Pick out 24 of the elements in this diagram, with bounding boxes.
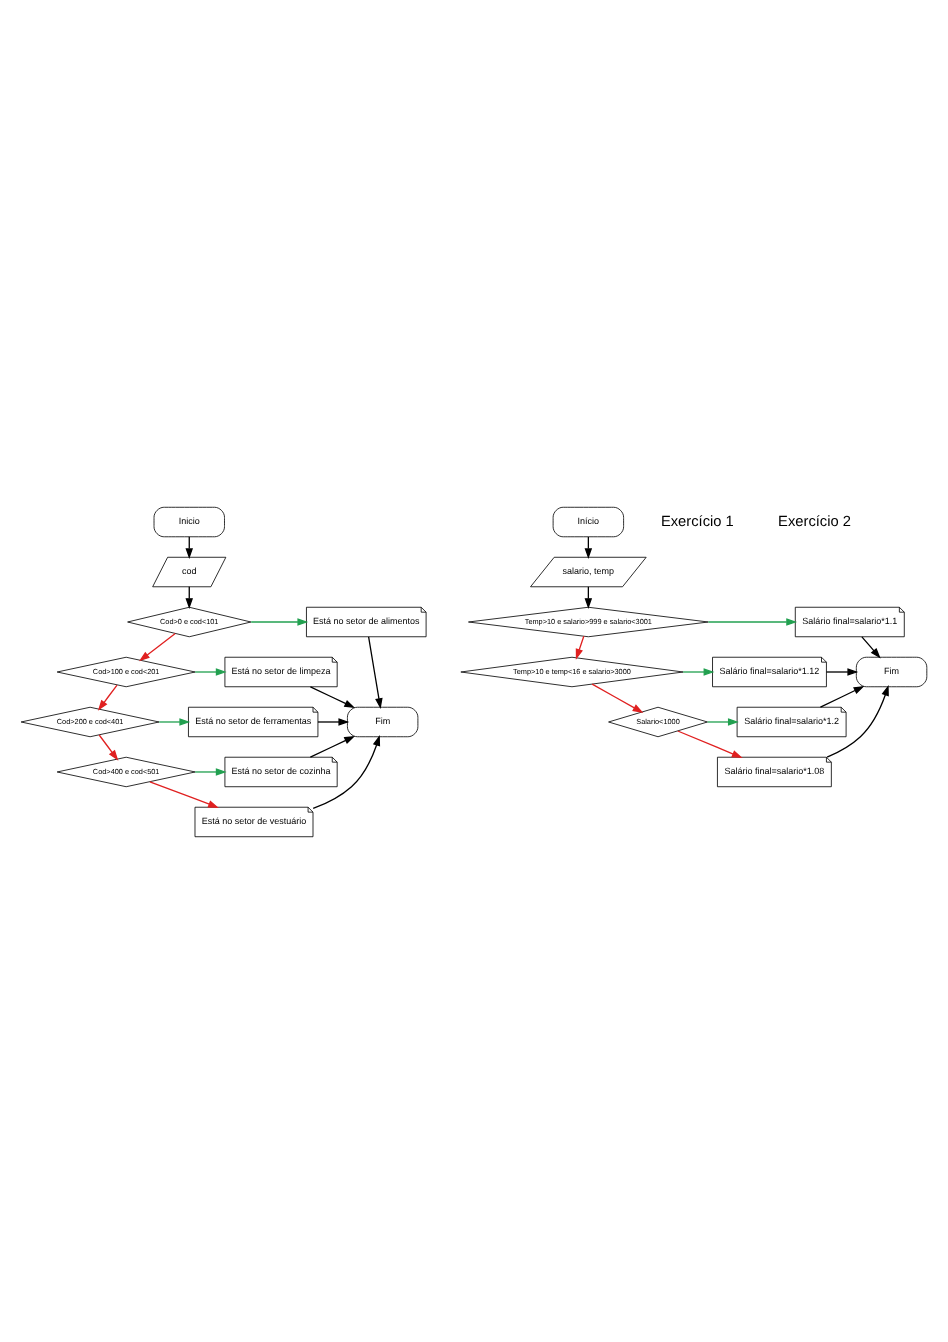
arrow [591,682,644,712]
arrow [312,734,381,809]
arrow [819,684,865,707]
label: Exercício 2 [778,510,851,529]
arrow [194,667,227,675]
arrow [826,683,889,757]
arrow [707,617,798,625]
label: Exercício 1 [660,510,734,529]
arrow [309,734,356,757]
arrow [861,635,881,658]
arrow [309,685,356,708]
arrow [98,733,119,760]
arrow [706,717,739,725]
arrow [250,617,309,625]
arrow [139,631,176,661]
arrow [194,767,227,775]
arrow [158,717,191,725]
arrow [149,780,219,807]
arrow [317,717,350,725]
arrow [825,667,859,675]
arrow [677,729,743,757]
arrow [367,635,383,709]
arrow [682,667,715,675]
arrow [97,683,118,710]
